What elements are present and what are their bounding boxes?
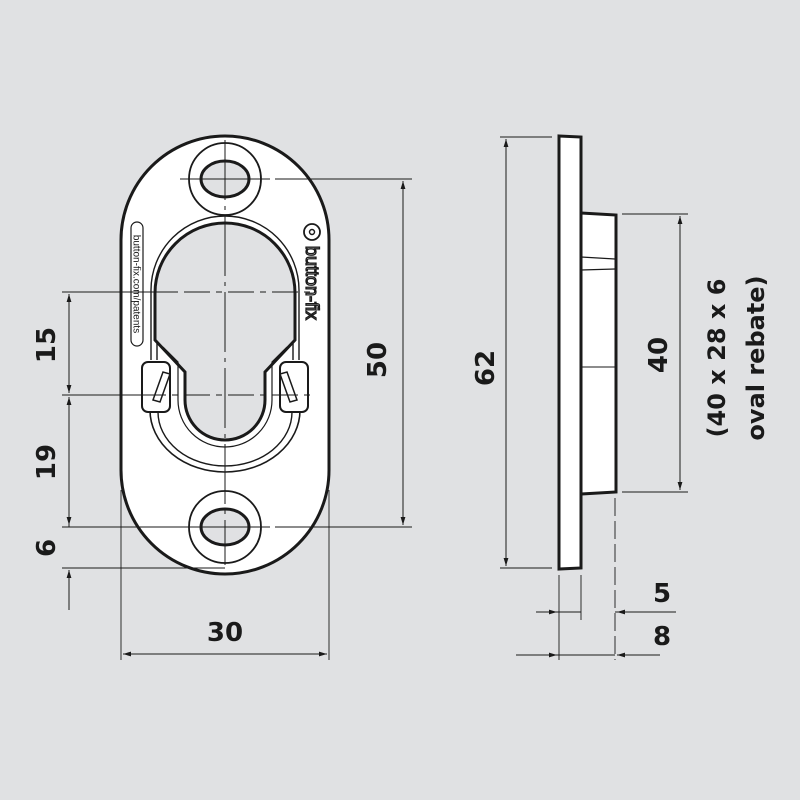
dim-5: 5	[653, 579, 671, 609]
logo-circle-icon	[303, 223, 321, 241]
url-label: button-fix.com/patents	[130, 221, 144, 347]
dim-6: 6	[32, 539, 62, 557]
dim-62: 62	[471, 350, 501, 386]
right-spring-head	[279, 361, 309, 413]
logo-text: button-fix	[302, 246, 322, 320]
url-text: button-fix.com/patents	[131, 235, 142, 333]
rebate-note-line1: (40 x 28 x 6	[703, 279, 731, 438]
dim-40: 40	[644, 337, 674, 373]
dim-8: 8	[653, 622, 671, 652]
dim-30: 30	[207, 618, 243, 648]
front-view: button-fix.com/patents button-fix	[32, 134, 412, 660]
dim-15: 15	[32, 327, 62, 363]
left-spring-head	[141, 361, 171, 413]
rebate-note-line2: oval rebate)	[742, 275, 770, 440]
dim-50: 50	[363, 342, 393, 378]
side-view: 62 40 (40 x 28 x 6 oval rebate) 5 8	[471, 134, 770, 660]
extension-lines	[62, 178, 412, 660]
side-extension-lines	[500, 136, 688, 660]
dim-19: 19	[32, 444, 62, 480]
brand-logo: button-fix	[301, 223, 323, 321]
flange-plate	[557, 134, 583, 571]
boss	[579, 211, 618, 496]
center-lines	[140, 140, 310, 565]
